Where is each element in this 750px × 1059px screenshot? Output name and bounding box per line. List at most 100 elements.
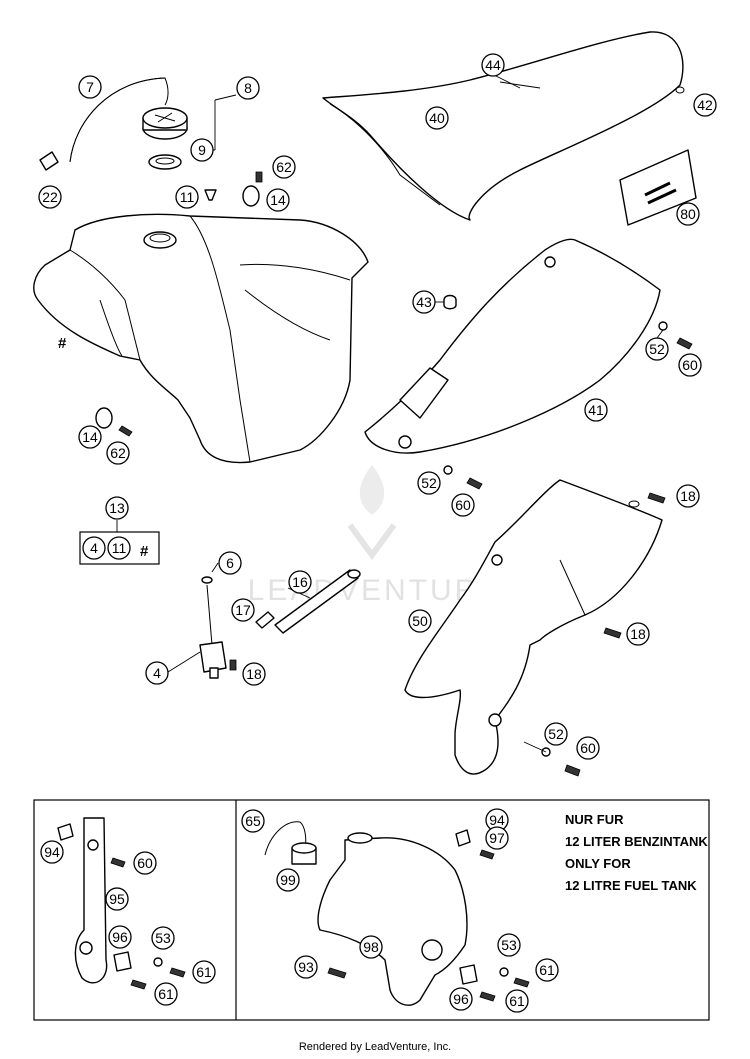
svg-text:99: 99	[280, 872, 296, 888]
washer-53b	[499, 967, 509, 977]
screw-60c	[564, 764, 581, 777]
callout-60d: 60	[133, 851, 157, 875]
spacer-14	[242, 185, 260, 207]
hash-note-kit: #	[140, 543, 149, 560]
svg-text:50: 50	[412, 613, 428, 629]
tank-cap	[142, 107, 188, 140]
svg-text:7: 7	[86, 79, 94, 95]
callout-13: 13	[105, 496, 129, 520]
kit-13	[79, 520, 160, 565]
watermark: LEADVENTURE	[248, 465, 499, 607]
svg-text:41: 41	[588, 402, 604, 418]
callout-98: 98	[359, 935, 383, 959]
inset-note: NUR FUR 12 LITER BENZINTANK ONLY FOR 12 …	[565, 812, 708, 893]
callout-53b: 53	[497, 933, 521, 957]
svg-text:13: 13	[109, 500, 125, 516]
bracket-95	[74, 817, 108, 984]
rubber-96b	[459, 964, 478, 985]
svg-text:22: 22	[42, 189, 58, 205]
svg-text:61: 61	[539, 962, 555, 978]
svg-text:80: 80	[680, 206, 696, 222]
svg-text:4: 4	[153, 665, 161, 681]
svg-text:44: 44	[485, 57, 501, 73]
svg-text:52: 52	[421, 475, 437, 491]
callout-97: 97	[485, 826, 509, 850]
callout-61b: 61	[154, 982, 178, 1006]
callout-9: 9	[190, 138, 214, 162]
svg-text:94: 94	[44, 844, 60, 860]
svg-text:61: 61	[196, 964, 212, 980]
svg-text:18: 18	[630, 626, 646, 642]
svg-text:61: 61	[509, 993, 525, 1009]
fuel-tank	[33, 213, 369, 464]
inset-frame	[33, 799, 710, 1021]
screw-62	[255, 171, 263, 183]
note-line-4: 12 LITRE FUEL TANK	[565, 878, 697, 893]
screw-60a	[676, 337, 693, 350]
svg-text:40: 40	[429, 110, 445, 126]
svg-text:60: 60	[580, 740, 596, 756]
fuel-hose-16	[274, 569, 361, 634]
svg-text:18: 18	[246, 666, 262, 682]
rubber-94b	[455, 829, 471, 847]
callout-22: 22	[38, 185, 62, 209]
callout-42: 42	[693, 93, 717, 117]
callout-17: 17	[231, 598, 255, 622]
screw-60b	[466, 477, 483, 490]
callout-96b: 96	[449, 987, 473, 1011]
tank-12l	[317, 832, 468, 1006]
callout-96a: 96	[108, 925, 132, 949]
callout-7: 7	[78, 75, 102, 99]
svg-text:60: 60	[455, 497, 471, 513]
cap-seal	[148, 154, 182, 170]
note-line-3: ONLY FOR	[565, 856, 631, 871]
svg-text:60: 60	[682, 357, 698, 373]
screw-93	[327, 967, 347, 979]
callout-41: 41	[584, 398, 608, 422]
callout-95: 95	[105, 887, 129, 911]
svg-text:16: 16	[292, 574, 308, 590]
svg-text:9: 9	[198, 142, 206, 158]
svg-text:14: 14	[270, 192, 286, 208]
screw-60d	[110, 857, 126, 868]
svg-text:14: 14	[82, 429, 98, 445]
svg-text:4: 4	[90, 540, 98, 556]
svg-text:43: 43	[416, 294, 432, 310]
callout-6: 6	[218, 551, 242, 575]
callout-11a: 11	[175, 185, 199, 209]
svg-text:8: 8	[244, 80, 252, 96]
callout-18b: 18	[242, 662, 266, 686]
callout-11b: 11	[107, 536, 131, 560]
callout-80: 80	[676, 202, 700, 226]
svg-text:93: 93	[298, 959, 314, 975]
screw-18a	[647, 492, 666, 504]
cap-99	[291, 842, 317, 865]
seat	[322, 31, 685, 221]
callout-4a: 4	[82, 536, 106, 560]
screw-61b	[130, 979, 147, 990]
elbow-fitting	[39, 151, 59, 171]
svg-text:98: 98	[363, 939, 379, 955]
hash-note-tank: #	[58, 335, 67, 352]
fuel-tap	[199, 576, 227, 679]
callout-99: 99	[276, 868, 300, 892]
callout-18a: 18	[676, 484, 700, 508]
svg-text:53: 53	[155, 930, 171, 946]
ktm-emblem	[619, 149, 697, 226]
callout-4b: 4	[145, 661, 169, 685]
callout-53a: 53	[151, 926, 175, 950]
svg-text:17: 17	[235, 602, 251, 618]
side-cover	[364, 238, 661, 454]
callout-65: 65	[241, 809, 265, 833]
hose-65	[264, 821, 307, 856]
svg-text:62: 62	[276, 159, 292, 175]
svg-text:11: 11	[112, 540, 127, 556]
callout-14a: 14	[266, 188, 290, 212]
washer-53a	[153, 957, 163, 967]
svg-text:62: 62	[110, 445, 126, 461]
svg-text:52: 52	[649, 341, 665, 357]
svg-text:97: 97	[489, 830, 505, 846]
callout-94a: 94	[40, 840, 64, 864]
svg-text:95: 95	[109, 891, 125, 907]
